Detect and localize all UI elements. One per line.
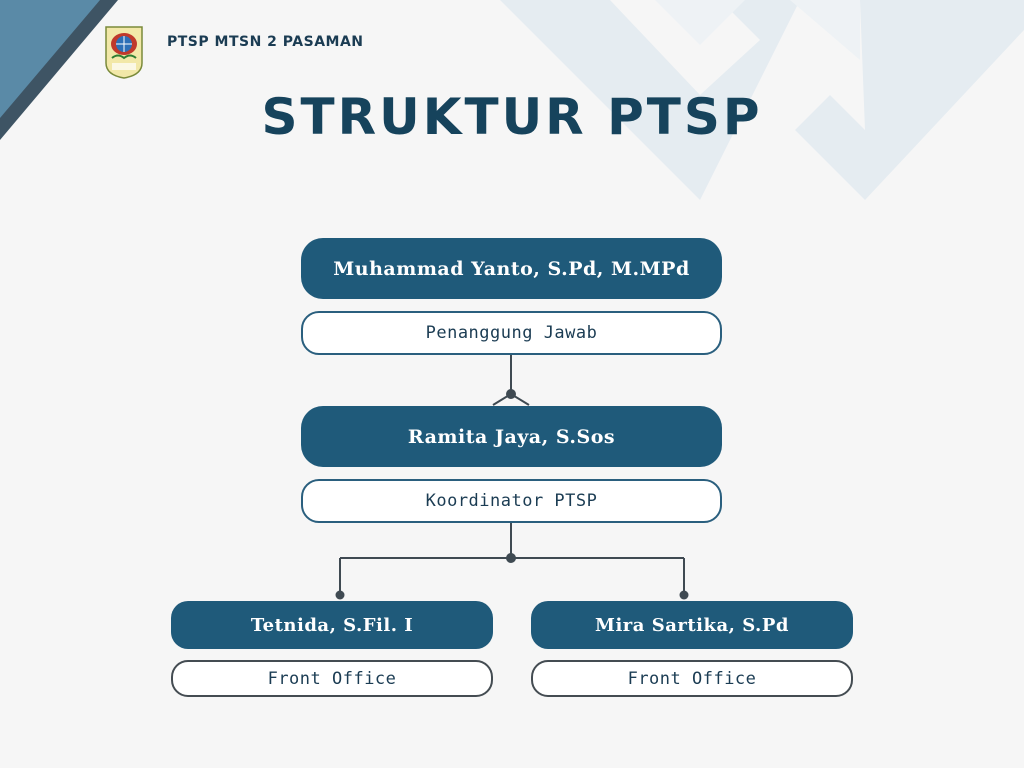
head-role: Penanggung Jawab — [425, 323, 598, 343]
page-title: STRUKTUR PTSP — [261, 88, 763, 146]
staff-role: Front Office — [627, 668, 757, 689]
head-name: Muhammad Yanto, S.Pd, M.MPd — [333, 257, 690, 280]
staff-name-box: Mira Sartika, S.Pd — [531, 601, 853, 649]
coordinator-name-box: Ramita Jaya, S.Sos — [301, 406, 722, 467]
coordinator-role: Koordinator PTSP — [425, 491, 598, 511]
staff-name: Tetnida, S.Fil. I — [250, 614, 414, 636]
staff-name-box: Tetnida, S.Fil. I — [171, 601, 493, 649]
staff-role-box: Front Office — [531, 660, 853, 697]
staff-name: Mira Sartika, S.Pd — [595, 614, 789, 636]
head-role-box: Penanggung Jawab — [301, 311, 722, 355]
header-org-name: PTSP MTSN 2 PASAMAN — [167, 34, 364, 50]
school-logo — [105, 26, 143, 79]
staff-role-box: Front Office — [171, 660, 493, 697]
coordinator-role-box: Koordinator PTSP — [301, 479, 722, 523]
staff-role: Front Office — [267, 668, 397, 689]
coordinator-name: Ramita Jaya, S.Sos — [407, 425, 616, 448]
head-name-box: Muhammad Yanto, S.Pd, M.MPd — [301, 238, 722, 299]
